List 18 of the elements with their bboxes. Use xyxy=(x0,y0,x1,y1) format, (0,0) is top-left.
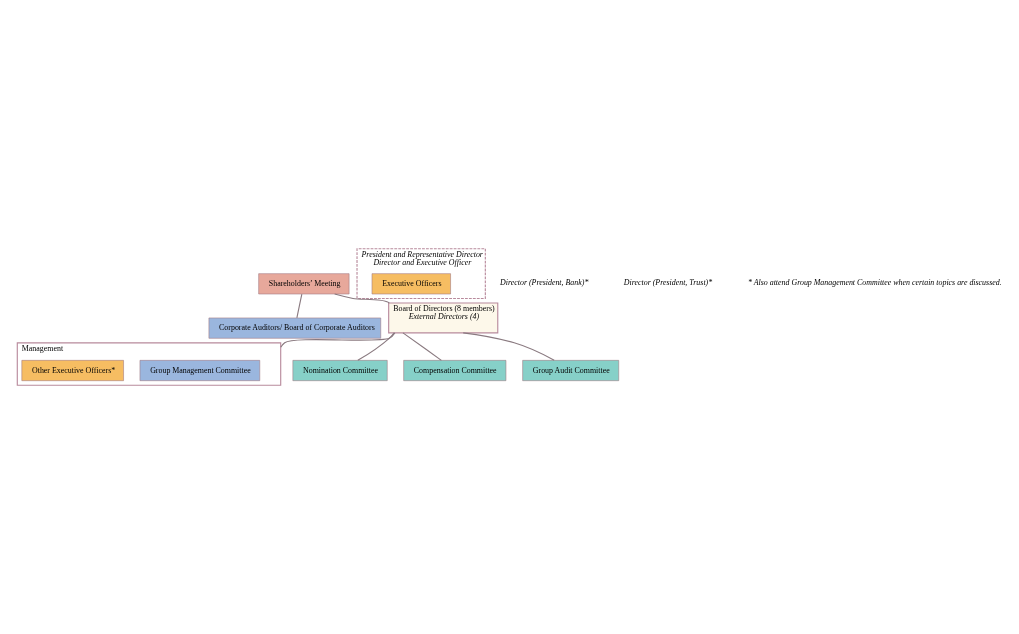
label: * Also attend Group Management Committee when certain topics are discussed. xyxy=(747,278,1002,288)
connector xyxy=(402,332,442,361)
node-box: Nomination Committee xyxy=(292,360,388,381)
connector xyxy=(280,332,396,348)
connector xyxy=(462,332,555,361)
node-box: Group Audit Committee xyxy=(522,360,620,381)
node-box: Executive Officers xyxy=(371,273,451,295)
connector xyxy=(334,293,390,304)
node-box: Corporate Auditors/ Board of Corporate Auditors xyxy=(208,317,382,339)
label: Director (President, Bank)* xyxy=(500,278,589,288)
node-box: Group Management Committee xyxy=(139,360,261,381)
connector xyxy=(296,293,303,319)
connector xyxy=(357,332,395,361)
node-box: Board of Directors (8 members) External Directors (4) xyxy=(388,302,499,334)
node-box: Other Executive Officers* xyxy=(21,360,124,381)
node-box: Shareholders’ Meeting xyxy=(258,273,350,295)
label: Director (President, Trust)* xyxy=(623,278,713,288)
node-box: Compensation Committee xyxy=(403,360,507,381)
